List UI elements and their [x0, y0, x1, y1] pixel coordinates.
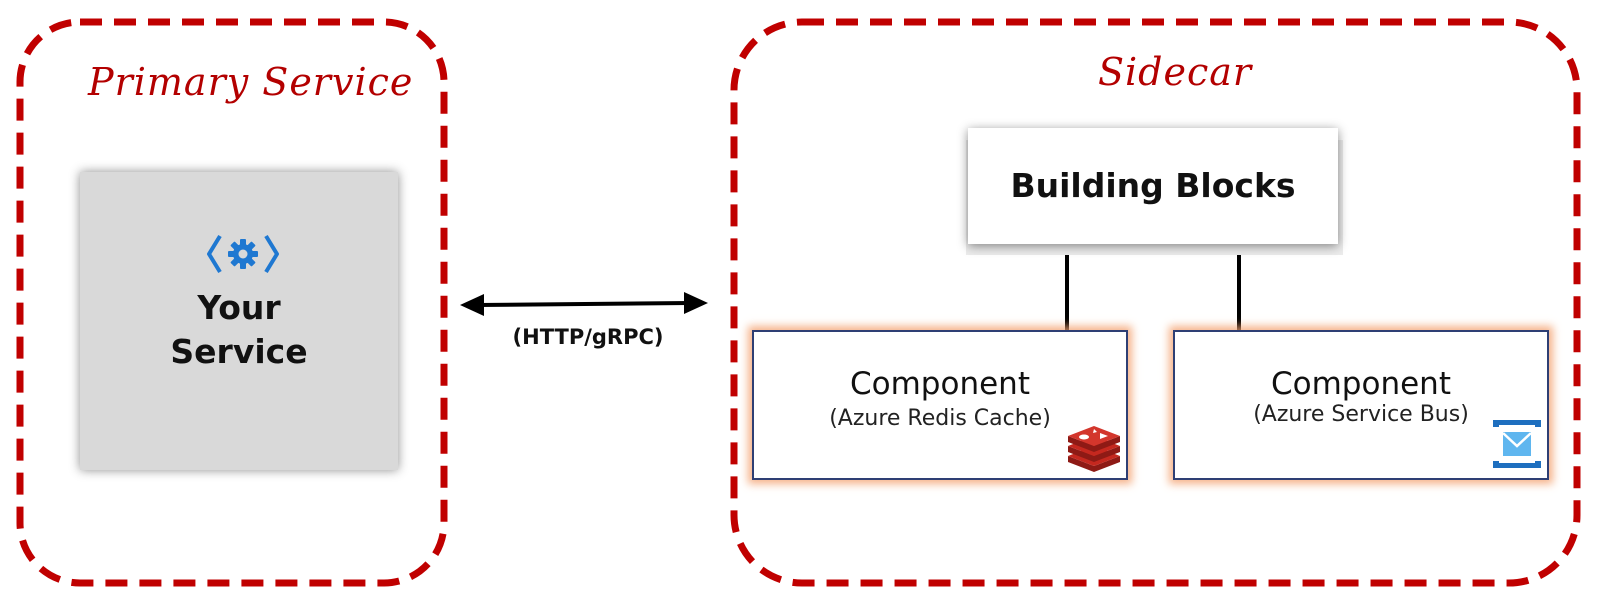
service-gear-icon — [207, 234, 279, 274]
component-redis-box: Component (Azure Redis Cache) — [752, 330, 1128, 480]
sidecar-title: Sidecar — [1098, 50, 1253, 94]
bidirectional-arrow — [460, 292, 708, 316]
primary-service-title: Primary Service — [88, 60, 414, 104]
sidecar-group-border — [730, 18, 1581, 587]
your-service-label-line1: Your — [197, 288, 281, 327]
component-redis-title: Component — [850, 366, 1030, 402]
component-redis-subtitle: (Azure Redis Cache) — [829, 406, 1051, 431]
redis-icon — [1068, 426, 1120, 472]
protocol-label: (HTTP/gRPC) — [512, 325, 664, 349]
primary-service-group-border — [16, 18, 448, 587]
your-service-label-line2: Service — [170, 332, 308, 371]
building-blocks-label: Building Blocks — [1010, 166, 1296, 205]
your-service-box: Your Service — [80, 172, 398, 470]
component-servicebus-box: Component (Azure Service Bus) — [1173, 330, 1549, 480]
component-servicebus-title: Component — [1271, 366, 1451, 402]
service-bus-icon — [1493, 420, 1541, 468]
component-servicebus-subtitle: (Azure Service Bus) — [1253, 402, 1469, 427]
building-blocks-box: Building Blocks — [968, 128, 1338, 244]
